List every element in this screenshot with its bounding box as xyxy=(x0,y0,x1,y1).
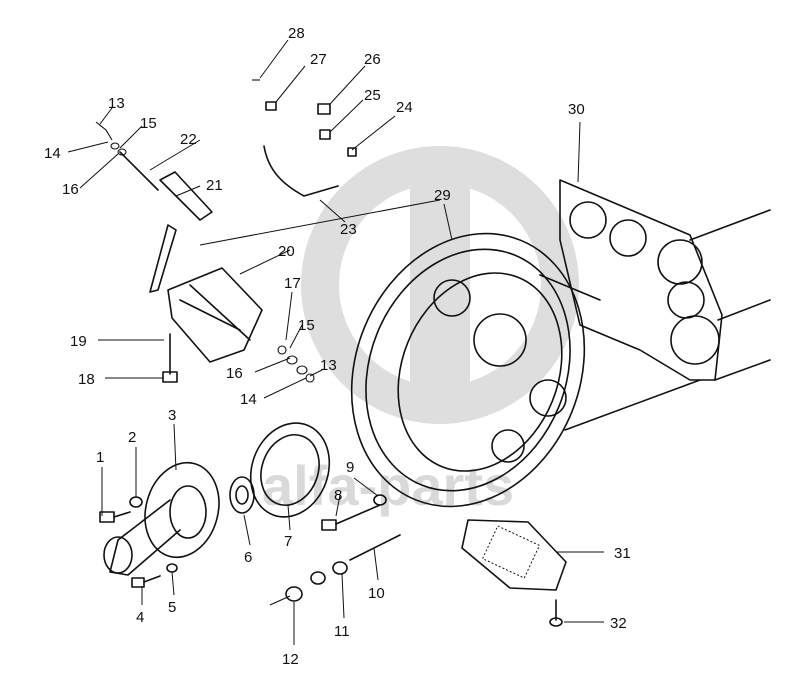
washer-9 xyxy=(373,494,387,506)
callout-9: 9 xyxy=(346,459,354,476)
leader-lines xyxy=(67,39,604,645)
callout-14-mid: 14 xyxy=(240,391,257,408)
bolt-18-19 xyxy=(162,333,178,383)
small-parts-13-16 xyxy=(95,121,315,383)
callout-16-mid: 16 xyxy=(226,365,243,382)
callout-18: 18 xyxy=(78,371,95,388)
shift-lever-assembly xyxy=(119,151,263,363)
screw-32 xyxy=(549,599,563,627)
washer-2 xyxy=(129,496,143,508)
watermark-text: alfa-parts xyxy=(262,454,514,517)
callout-15-mid: 15 xyxy=(298,317,315,334)
nut-12 xyxy=(269,586,303,606)
callout-27: 27 xyxy=(310,51,327,68)
bolt-4 xyxy=(131,575,161,588)
callout-29-30-label-30: 30 xyxy=(568,101,585,118)
callout-20: 20 xyxy=(278,243,295,260)
flywheel-housing xyxy=(199,199,701,508)
callout-11: 11 xyxy=(334,623,350,640)
callout-21: 21 xyxy=(206,177,223,194)
callout-32: 32 xyxy=(610,615,627,632)
callout-3: 3 xyxy=(168,407,176,424)
inspection-cover xyxy=(461,519,567,591)
callout-12: 12 xyxy=(282,651,299,668)
gasket-plate xyxy=(559,179,771,381)
callout-7: 7 xyxy=(284,533,292,550)
callout-4: 4 xyxy=(136,609,144,626)
callout-26: 26 xyxy=(364,51,381,68)
callout-10: 10 xyxy=(368,585,385,602)
callout-17: 17 xyxy=(284,275,301,292)
bolt-8 xyxy=(321,504,381,531)
callout-31: 31 xyxy=(614,545,631,562)
callout-6: 6 xyxy=(244,549,252,566)
callout-15-top: 15 xyxy=(140,115,157,132)
callout-22: 22 xyxy=(180,131,197,148)
watermark-logo xyxy=(301,146,579,424)
callout-19: 19 xyxy=(70,333,87,350)
callout-16-top: 16 xyxy=(62,181,79,198)
callout-1: 1 xyxy=(96,449,104,466)
callout-29: 29 xyxy=(434,187,451,204)
callout-24: 24 xyxy=(396,99,413,116)
callout-8: 8 xyxy=(334,487,342,504)
bolt-1 xyxy=(99,511,131,523)
callout-13-mid: 13 xyxy=(320,357,337,374)
washer-11 xyxy=(310,561,348,585)
callout-23: 23 xyxy=(340,221,357,238)
fittings-24-28 xyxy=(252,79,357,157)
cover-gasket xyxy=(249,422,331,518)
callout-28: 28 xyxy=(288,25,305,42)
callout-2: 2 xyxy=(128,429,136,446)
pipe-23 xyxy=(263,145,339,197)
oil-seal xyxy=(229,476,255,514)
callout-13-top: 13 xyxy=(108,95,125,112)
callout-14-top: 14 xyxy=(44,145,61,162)
stud-10 xyxy=(349,534,401,561)
washer-5 xyxy=(166,563,178,573)
callout-25: 25 xyxy=(364,87,381,104)
bearing-cover xyxy=(103,461,220,576)
callout-5: 5 xyxy=(168,599,176,616)
